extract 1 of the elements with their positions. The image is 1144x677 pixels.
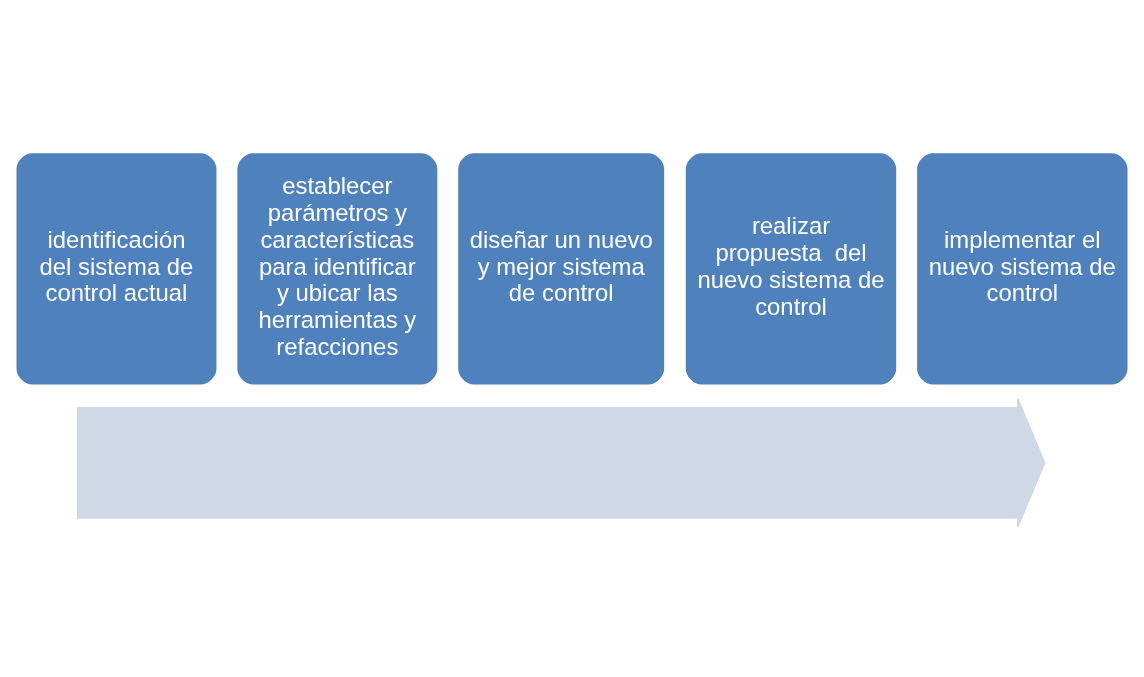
node-arrow <box>76 397 1046 528</box>
